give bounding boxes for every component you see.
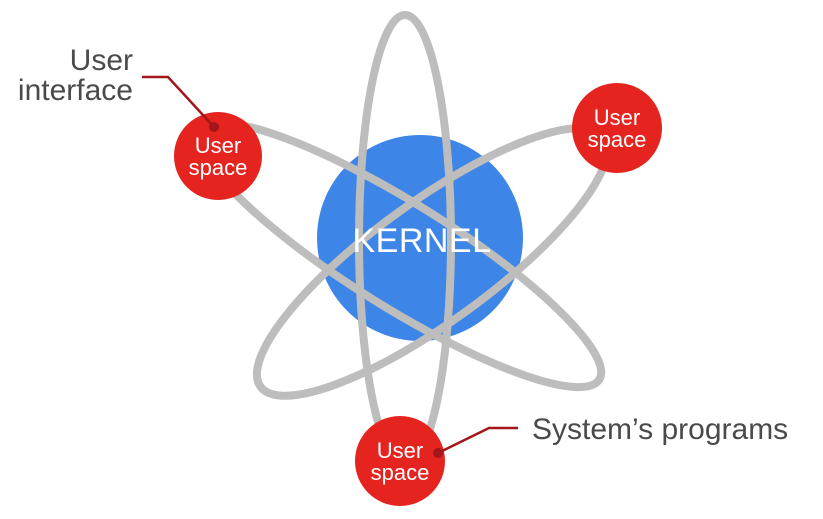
user-space-node-right: User space [572, 83, 662, 173]
user-space-circle [174, 112, 262, 200]
kernel-label: KERNEL [352, 222, 491, 260]
user-space-circle [355, 416, 445, 506]
callout-label-line1: User [70, 44, 133, 77]
callout-label-line2: interface [18, 74, 133, 107]
kernel-circle [317, 135, 523, 341]
user-space-label-line1: User [594, 105, 640, 130]
user-space-label-line2: space [189, 155, 248, 180]
user-space-node-bottom: User space [355, 416, 445, 506]
callout-dot [433, 448, 443, 458]
user-space-label-line1: User [195, 133, 241, 158]
callout-systems-programs: System’s programs [433, 413, 788, 458]
user-space-node-left: User space [174, 112, 262, 200]
user-space-label-line1: User [377, 438, 423, 463]
callout-leader-line [437, 426, 518, 455]
user-space-label-line2: space [371, 460, 430, 485]
user-space-label-line2: space [588, 127, 647, 152]
callout-leader-line [142, 75, 215, 128]
callout-dot [209, 122, 219, 132]
callout-label: System’s programs [532, 413, 788, 446]
callout-user-interface: User interface [18, 44, 219, 132]
user-space-circle [572, 83, 662, 173]
